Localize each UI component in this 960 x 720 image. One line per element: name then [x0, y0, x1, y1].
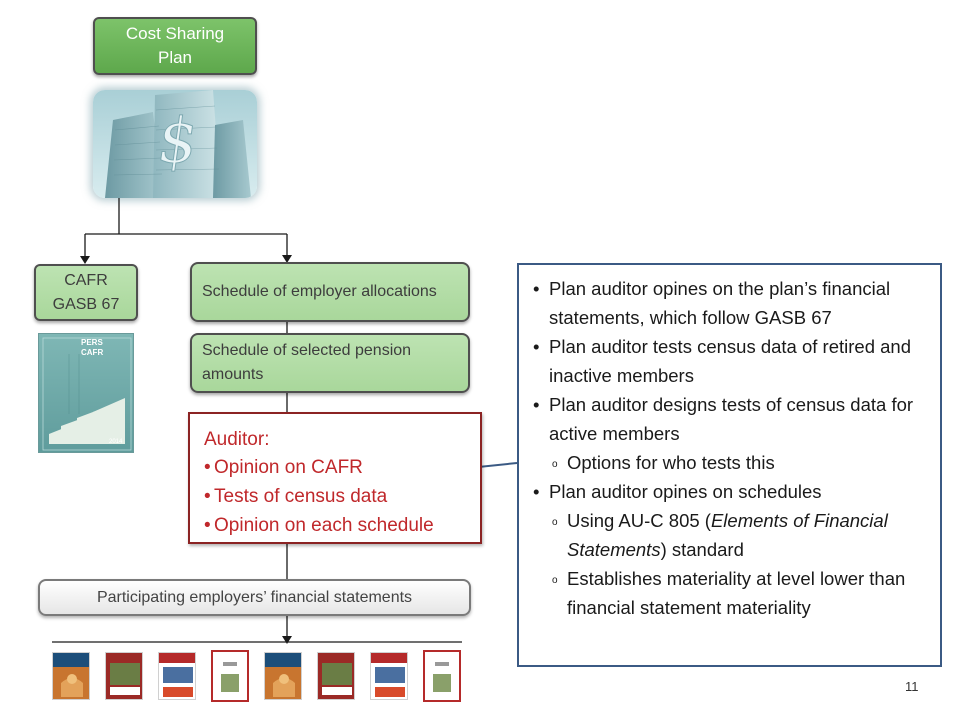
auditor-item: Opinion on CAFR [204, 453, 480, 482]
cost-sharing-plan-box: Cost Sharing Plan [93, 17, 257, 75]
plan-auditor-callout: Plan auditor opines on the plan’s financ… [517, 263, 942, 667]
employer-report-thumbnail [158, 652, 196, 700]
participating-employers-box: Participating employers’ financial state… [38, 579, 471, 616]
employer-report-thumbnail [264, 652, 302, 700]
auditor-item: Tests of census data [204, 482, 480, 511]
cafr-cover-line1: PERS [81, 338, 103, 347]
cafr-line1: CAFR [64, 271, 108, 289]
auditor-item: Opinion on each schedule [204, 511, 480, 540]
callout-bullet: Plan auditor opines on the plan’s financ… [529, 274, 930, 332]
callout-sub-text: ) standard [660, 539, 744, 560]
employer-report-thumbnail [105, 652, 143, 700]
employer-report-thumbnail [211, 650, 249, 702]
callout-bullet: Plan auditor opines on schedules [529, 477, 930, 506]
schedule-selected-pension-label: Schedule of selected pension amounts [202, 342, 412, 383]
schedule-employer-allocations-box: Schedule of employer allocations [190, 262, 470, 322]
cost-sharing-line2: Plan [157, 48, 193, 67]
callout-bullet: Plan auditor designs tests of census dat… [529, 390, 930, 448]
building-dollar-image: $ [93, 90, 257, 198]
slide-number: 11 [905, 679, 919, 694]
callout-sub-bullet: Using AU-C 805 (Elements of Financial St… [529, 506, 930, 564]
cost-sharing-line1: Cost Sharing [125, 24, 225, 43]
schedule-selected-pension-box: Schedule of selected pension amounts [190, 333, 470, 393]
auditor-list: Opinion on CAFR Tests of census data Opi… [204, 453, 480, 540]
cafr-line2: GASB 67 [52, 295, 120, 313]
cafr-cover-line2: CAFR [81, 348, 104, 357]
employer-report-thumbnail [317, 652, 355, 700]
employer-report-thumbnail [370, 652, 408, 700]
callout-sub-text: Using AU-C 805 ( [567, 510, 711, 531]
callout-sub-bullet: Options for who tests this [529, 448, 930, 479]
callout-sub-bullet: Establishes materiality at level lower t… [529, 564, 930, 622]
employer-report-thumbnail [423, 650, 461, 702]
employer-report-thumbnail [52, 652, 90, 700]
participating-employers-label: Participating employers’ financial state… [96, 588, 413, 606]
employer-reports-strip [52, 650, 462, 702]
callout-bullet: Plan auditor tests census data of retire… [529, 332, 930, 390]
cafr-cover-year: 2014 [109, 439, 123, 445]
callout-sub-emphasis: Elements of Financial Statements [567, 510, 888, 560]
auditor-title: Auditor: [204, 429, 270, 450]
auditor-box: Auditor: Opinion on CAFR Tests of census… [188, 412, 482, 544]
cafr-cover-image: PERS CAFR 2014 [38, 333, 134, 453]
cafr-gasb67-box: CAFR GASB 67 [34, 264, 138, 321]
schedule-employer-allocations-label: Schedule of employer allocations [202, 283, 437, 300]
